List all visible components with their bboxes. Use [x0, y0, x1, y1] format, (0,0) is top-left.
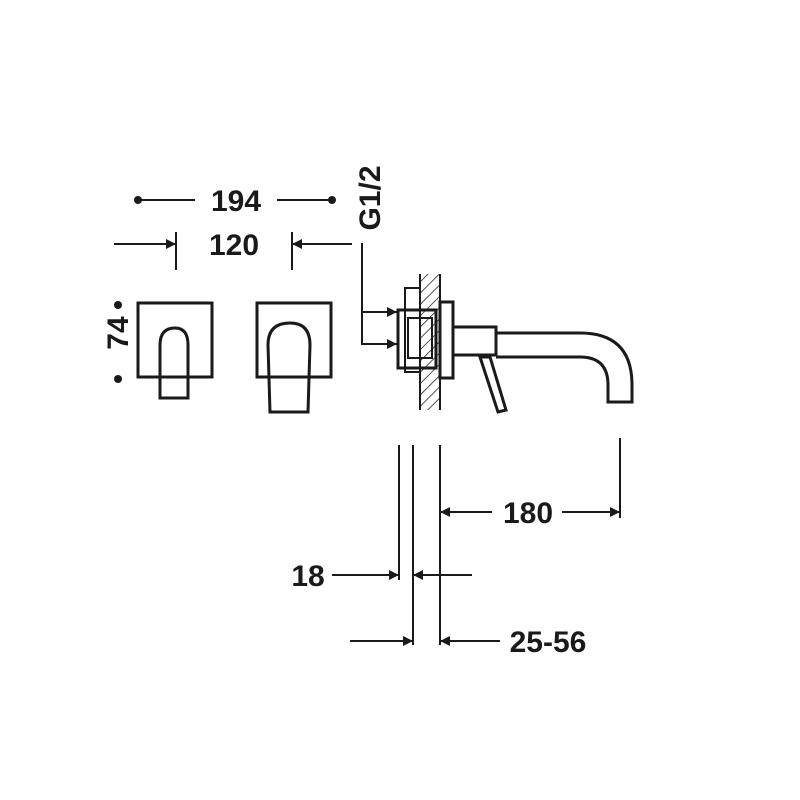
dimension-dot-right: [328, 196, 336, 204]
valve-housing: [396, 308, 438, 370]
right-handle-front-view: [255, 301, 333, 414]
dimension-plate-height: 74: [102, 301, 135, 383]
side-lever: [477, 355, 508, 414]
left-handle-front-view: [136, 301, 214, 400]
side-view-assembly: [396, 274, 634, 414]
install-depth-label: 25-56: [510, 626, 587, 659]
spout: [496, 331, 634, 404]
dimension-wall-plate-depth: 18: [291, 560, 472, 593]
dimension-dot-top: [114, 301, 122, 309]
thread-label: G1/2: [354, 165, 387, 230]
embedded-body: [404, 287, 421, 373]
extension-lines: [398, 438, 621, 645]
wall-hatching: [420, 274, 440, 410]
dimension-overall-width: 194: [134, 185, 336, 218]
thread-callout: G1/2: [354, 165, 397, 349]
wall-escutcheon: [438, 300, 455, 380]
spout-reach-label: 180: [503, 497, 553, 530]
spout-collar: [451, 325, 498, 357]
dimension-dot-bottom: [114, 375, 122, 383]
handle-spacing-label: 120: [209, 229, 259, 262]
plate-height-label: 74: [102, 316, 135, 350]
dimension-handle-spacing: 120: [114, 229, 352, 270]
dimension-spout-reach: 180: [440, 497, 620, 530]
left-wall-plate: [136, 301, 214, 379]
wall-plate-depth-label: 18: [291, 560, 324, 593]
overall-width-label: 194: [211, 185, 261, 218]
right-wall-plate: [255, 301, 333, 379]
left-lever: [158, 326, 190, 400]
dimension-install-depth: 25-56: [350, 626, 586, 659]
right-lever: [266, 321, 312, 414]
